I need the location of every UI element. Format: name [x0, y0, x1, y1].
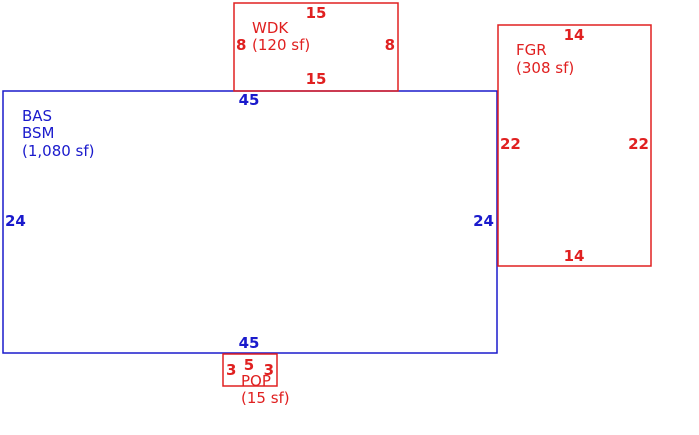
bas-code: BAS	[22, 107, 52, 125]
pop-code: POP	[241, 372, 271, 390]
pop-right-dim: 3	[264, 361, 274, 379]
fgr-outline	[497, 24, 652, 267]
wdk-outline	[233, 2, 399, 92]
bas-outline	[2, 90, 498, 354]
wdk-right-dim: 8	[385, 36, 395, 54]
bas-left-dim: 24	[5, 212, 26, 230]
pop-left-dim: 3	[226, 361, 236, 379]
bas-top-dim: 45	[239, 91, 260, 109]
fgr-bottom-dim: 14	[564, 247, 585, 265]
wdk-area: (120 sf)	[252, 36, 310, 54]
bas-bottom-dim: 45	[239, 334, 260, 352]
wdk-left-dim: 8	[236, 36, 246, 54]
wdk-bottom-dim: 15	[306, 70, 327, 88]
pop-outline	[222, 353, 278, 387]
fgr-right-dim: 22	[628, 135, 649, 153]
wdk-code: WDK	[252, 19, 289, 37]
wdk-top-dim: 15	[306, 4, 327, 22]
bas-right-dim: 24	[473, 212, 494, 230]
bas-area: (1,080 sf)	[22, 142, 95, 160]
fgr-area: (308 sf)	[516, 59, 574, 77]
fgr-left-dim: 22	[500, 135, 521, 153]
bsm-code: BSM	[22, 124, 55, 142]
pop-area: (15 sf)	[241, 389, 290, 407]
fgr-code: FGR	[516, 41, 547, 59]
fgr-top-dim: 14	[564, 26, 585, 44]
pop-top-dim: 5	[244, 356, 254, 374]
